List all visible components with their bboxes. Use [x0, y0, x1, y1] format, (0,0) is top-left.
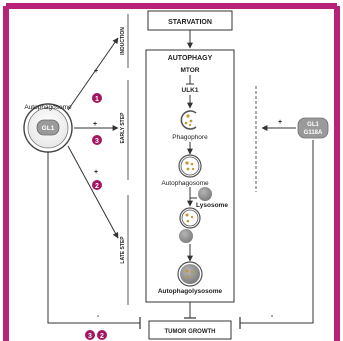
- svg-text:2: 2: [100, 333, 104, 340]
- tumor-growth-label: TUMOR GROWTH: [165, 329, 216, 335]
- phase-induction-label: INDUCTION: [120, 27, 126, 55]
- left-inhibition-line: [47, 152, 140, 324]
- gl1-g118a-line1: GL1: [307, 122, 319, 128]
- badge-early: 3: [92, 135, 102, 145]
- autophagosome-label: Autophagosome: [161, 180, 209, 187]
- right-inhibition-line: [240, 140, 314, 324]
- svg-text:3: 3: [88, 333, 92, 340]
- phagophore-label: Phagophore: [172, 134, 208, 141]
- autophagy-label: AUTOPHAGY: [168, 55, 213, 62]
- plus-late: +: [94, 169, 98, 176]
- plus-early: +: [93, 121, 97, 128]
- autophagolysosome-icon: [177, 261, 203, 287]
- plus-induction: +: [94, 68, 98, 75]
- starvation-label: STARVATION: [168, 19, 212, 26]
- badge-bottom-2: 2: [97, 330, 107, 340]
- autophagolysosome-label: Autophagolysosome: [158, 288, 223, 295]
- left-gl1-label: GL1: [42, 125, 55, 132]
- svg-text:2: 2: [95, 183, 99, 190]
- gl1-g118a-pill: GL1 G118A: [297, 117, 329, 139]
- phagophore-icon: [180, 110, 197, 130]
- tumor-growth-box: TUMOR GROWTH: [148, 320, 232, 340]
- phase-late-label: LATE STEP: [120, 236, 126, 264]
- starvation-box: STARVATION: [147, 10, 233, 31]
- svg-text:3: 3: [95, 138, 99, 145]
- arrow-to-late: [67, 145, 119, 239]
- gl1-g118a-line2: G118A: [304, 130, 323, 136]
- plus-right: +: [278, 119, 282, 126]
- left-cell-label: Autophagosome: [24, 104, 72, 111]
- autophagosome-icon: [178, 154, 202, 178]
- phase-early-label: EARLY STEP: [120, 112, 126, 144]
- minus-left: -: [97, 313, 100, 320]
- badge-bottom-1: 3: [85, 330, 95, 340]
- left-cell-icon: [23, 103, 73, 153]
- arrow-to-induction: [67, 37, 119, 111]
- lysosome-label: Lysosome: [196, 202, 228, 209]
- minus-right: -: [271, 313, 274, 320]
- mtor-label: MTOR: [180, 67, 199, 74]
- badge-late: 2: [92, 180, 102, 190]
- lysosome-icon: [198, 187, 212, 201]
- svg-text:1: 1: [95, 96, 99, 103]
- badge-induction: 1: [92, 93, 102, 103]
- fusion-icon: [179, 207, 201, 243]
- ulk1-label: ULK1: [182, 87, 199, 94]
